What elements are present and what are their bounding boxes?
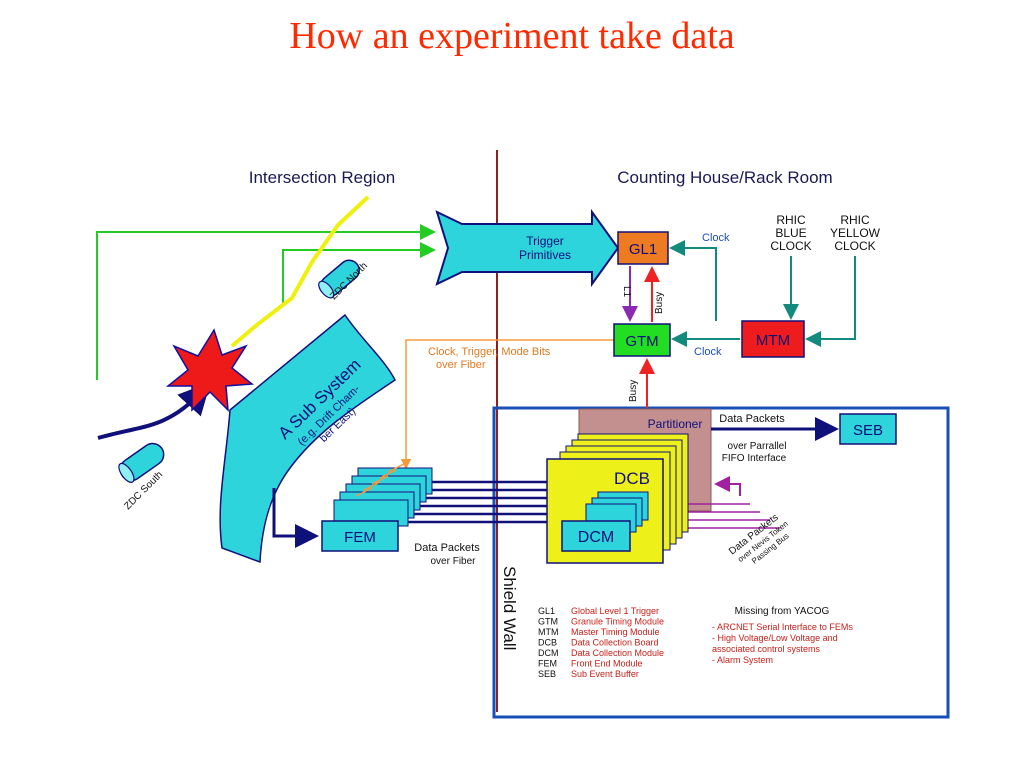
seb-box [839,413,897,445]
fem-box-label: FEM [344,529,376,546]
ctm-label-2: over Fiber [436,359,486,371]
l1-label: L1 [621,286,632,298]
legend-desc: Granule Timing Module [571,617,664,627]
dp-seb-label: Data Packets [719,413,785,425]
region-label-counting-house: Counting House/Rack Room [617,168,832,187]
legend-abbr: DCM [538,648,559,658]
yellow-clock-label-3: CLOCK [834,239,875,253]
dcm-stack [561,491,649,552]
mtm-box-label: MTM [756,332,790,349]
blue-clock-label-1: RHIC [776,213,806,227]
legend-desc: Master Timing Module [571,627,660,637]
legend-abbr: GL1 [538,606,555,616]
detector-to-fem-line [272,488,319,548]
yellow-clock-label-1: RHIC [840,213,870,227]
gtm-box-label: GTM [625,333,658,350]
legend-desc: Global Level 1 Trigger [571,606,659,616]
trigger-label-2: Primitives [519,248,571,262]
seb-box-label: SEB [853,422,883,439]
trigger-line-outer [96,224,436,380]
missing-item: - Alarm System [712,655,773,665]
trigger-primitives-arrow [435,208,620,288]
fifo-label-2: FIFO Interface [722,453,787,464]
fem-stack [321,467,433,552]
shield-wall-label: Shield Wall [500,566,519,650]
trigger-label-1: Trigger [526,234,564,248]
sub-system-detector [219,313,396,564]
ctm-label-1: Clock, Trigger, Mode Bits [428,346,551,358]
beam-line [230,195,370,348]
zdc-north-icon [318,259,360,299]
dcm-box-label: DCM [578,529,614,546]
page-title: How an experiment take data [289,15,735,57]
missing-list: - ARCNET Serial Interface to FEMs- High … [712,622,853,665]
ctm-fiber-line [400,339,614,470]
gl1-box-label: GL1 [629,241,657,258]
legend-desc: Front End Module [571,659,643,669]
region-label-intersection: Intersection Region [249,168,395,187]
daq-frame [492,406,950,719]
mtm-to-gl1-clock-line [669,240,717,321]
busy-partitioner-label: Busy [628,380,639,402]
legend-abbr: MTM [538,627,559,637]
blue-clock-label-2: BLUE [775,226,806,240]
legend-abbr: FEM [538,659,557,669]
busy-gl1-label: Busy [654,292,665,314]
legend-abbr: SEB [538,669,556,679]
trigger-line-inner [282,242,436,305]
token-bus-line [660,503,780,529]
legend-abbr: DCB [538,638,557,648]
blue-clock-label-3: CLOCK [770,239,811,253]
missing-item: - High Voltage/Low Voltage and [712,633,838,643]
yellow-clock-to-mtm-line [805,256,856,347]
clock-label-gtm: Clock [694,346,722,358]
mtm-box [741,320,805,358]
yellow-clock-label-2: YELLOW [830,226,881,240]
fifo-label-1: over Parrallel [728,441,787,452]
dp-fiber-label-1: Data Packets [414,542,480,554]
legend-desc: Data Collection Module [571,648,664,658]
missing-item: associated control systems [712,644,821,654]
zdc-south-icon [118,442,165,483]
clock-label-gl1: Clock [702,232,730,244]
fem-fiber-ticks [355,463,405,497]
collision-star-icon [165,328,254,412]
gl1-box [617,231,669,265]
legend-abbr: GTM [538,617,558,627]
partitioner-label: Partitioner [648,417,703,431]
token-bus-return [714,476,741,496]
dp-fiber-label-2: over Fiber [430,556,476,567]
dcb-box-label: DCB [614,469,650,488]
legend-desc: Sub Event Buffer [571,669,639,679]
gtm-box [613,323,671,357]
legend-desc: Data Collection Board [571,638,659,648]
missing-title: Missing from YACOG [735,606,830,617]
missing-item: - ARCNET Serial Interface to FEMs [712,622,853,632]
